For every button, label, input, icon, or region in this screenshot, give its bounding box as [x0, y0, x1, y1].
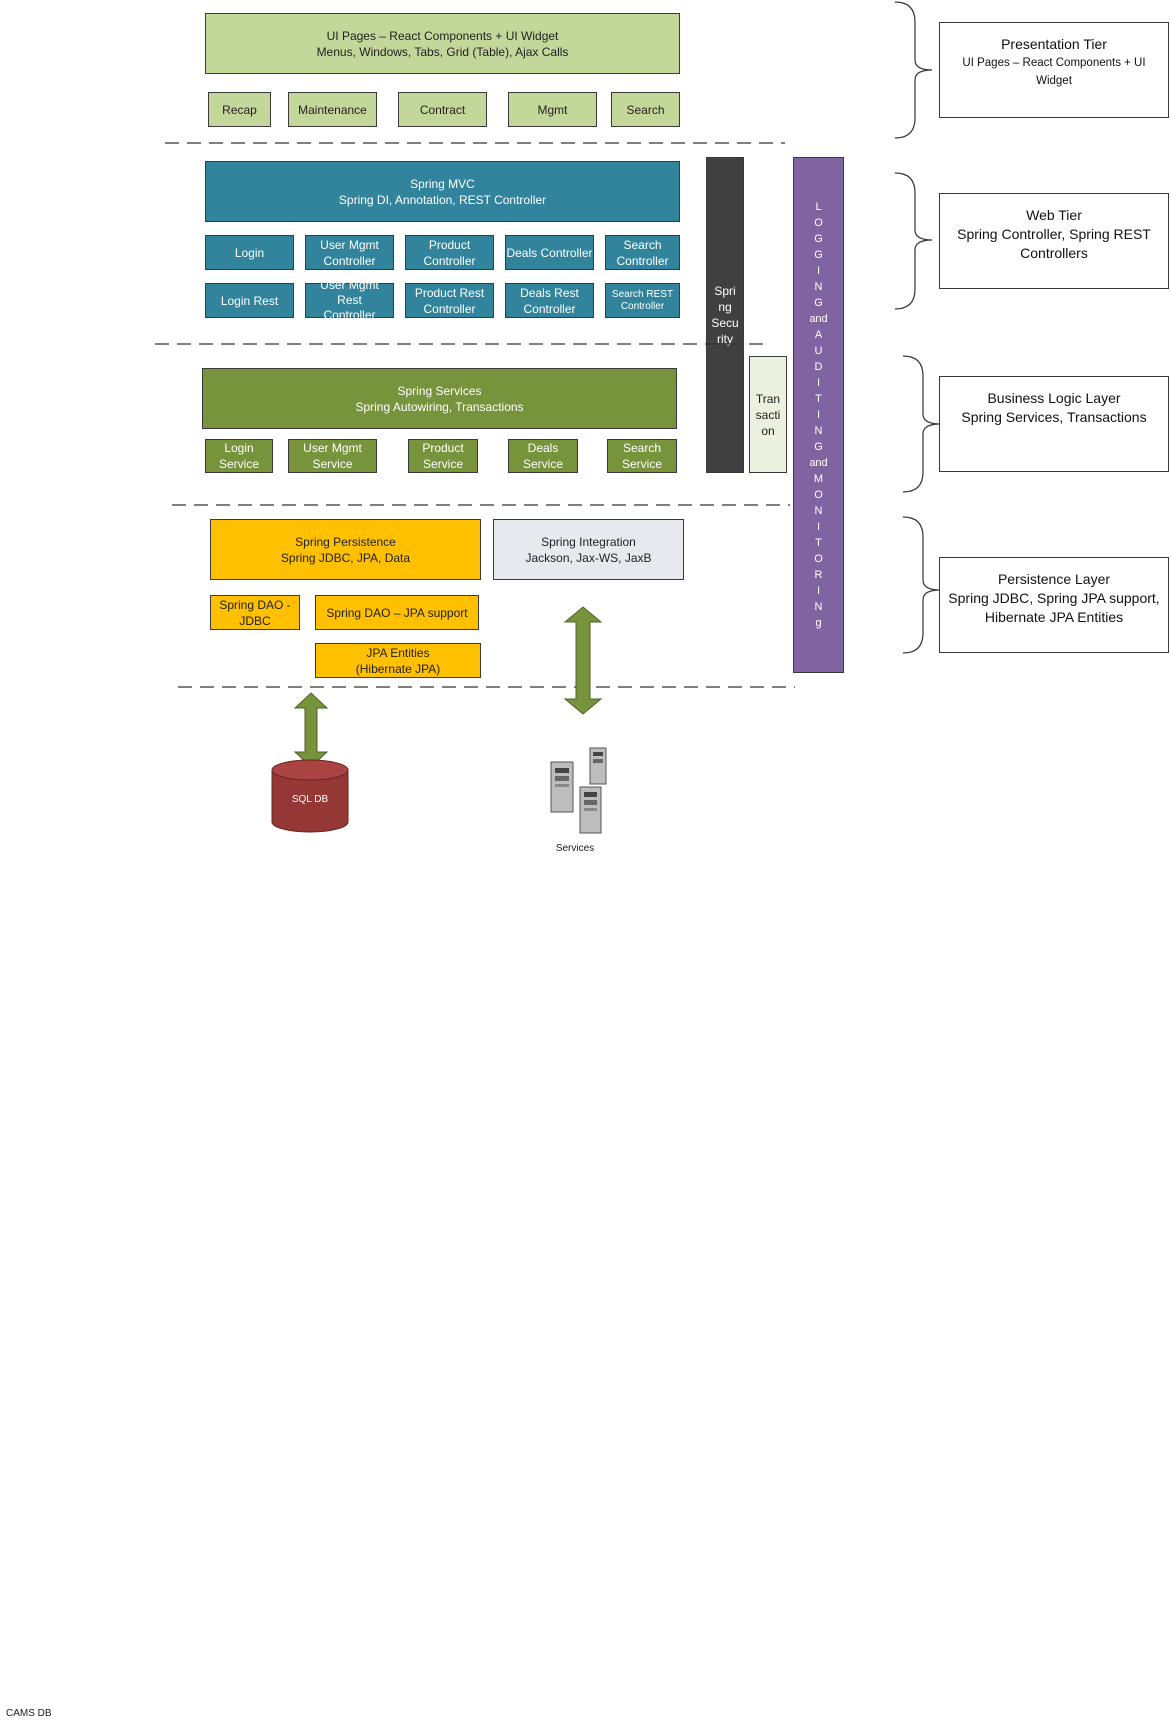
persistence-main-line1: Spring Persistence: [295, 534, 396, 549]
web-login-rest: Login Rest: [205, 283, 294, 318]
brace-presentation: [894, 1, 933, 139]
services-label: Services: [555, 843, 595, 854]
brace-web: [894, 172, 933, 310]
presentation-item-recap: Recap: [208, 92, 271, 127]
web-main-line1: Spring MVC: [410, 176, 475, 191]
web-login: Login: [205, 235, 294, 270]
logging-letter: O: [814, 553, 823, 565]
logging-letter: O: [814, 489, 823, 501]
presentation-main-line2: Menus, Windows, Tabs, Grid (Table), Ajax…: [316, 44, 569, 59]
logging-letter: g: [815, 617, 822, 629]
business-main-box: Spring Services Spring Autowiring, Trans…: [202, 368, 677, 429]
logging-letter: I: [816, 377, 821, 389]
presentation-main-line1: UI Pages – React Components + UI Widget: [326, 28, 559, 43]
logging-letter: D: [814, 361, 823, 373]
logging-letter: I: [816, 521, 821, 533]
arrow-persistence-db: [293, 692, 329, 768]
server-icon: [550, 747, 607, 834]
logging-letter: N: [814, 425, 823, 437]
tier-web-box: Web Tier Spring Controller, Spring REST …: [939, 193, 1169, 289]
business-user-mgmt-service: User Mgmt Service: [288, 439, 377, 473]
logging-letter: and: [809, 313, 828, 325]
integration-box: Spring Integration Jackson, Jax-WS, JaxB: [493, 519, 684, 580]
presentation-item-contract: Contract: [398, 92, 487, 127]
business-main-line1: Spring Services: [397, 383, 482, 398]
logging-letter: N: [814, 601, 823, 613]
logging-letter: I: [816, 409, 821, 421]
presentation-item-maintenance: Maintenance: [288, 92, 377, 127]
logging-letter: T: [815, 393, 822, 405]
tier-presentation-title: Presentation Tier: [1001, 36, 1107, 52]
business-search-service: Search Service: [607, 439, 677, 473]
logging-letter: G: [814, 249, 823, 261]
logging-letter: T: [815, 537, 822, 549]
sql-db-icon: [271, 759, 349, 833]
web-main-line2: Spring DI, Annotation, REST Controller: [338, 192, 547, 207]
logging-letter: G: [814, 297, 823, 309]
arrow-integration-services: [563, 606, 603, 715]
logging-letter: N: [814, 505, 823, 517]
web-search-rest-controller: Search REST Controller: [605, 283, 680, 318]
footer-label: CAMS DB: [6, 1708, 52, 1719]
brace-business: [902, 355, 941, 493]
logging-letter: N: [814, 281, 823, 293]
tier-persistence-sub: Spring JDBC, Spring JPA support, Hiberna…: [948, 590, 1160, 625]
presentation-item-mgmt: Mgmt: [508, 92, 597, 127]
web-deals-controller: Deals Controller: [505, 235, 594, 270]
persistence-main-line2: Spring JDBC, JPA, Data: [280, 550, 411, 565]
logging-letter: I: [816, 265, 821, 277]
web-user-mgmt-rest-controller: User Mgmt Rest Controller: [305, 278, 394, 322]
business-deals-service: Deals Service: [508, 439, 578, 473]
tier-persistence-title: Persistence Layer: [997, 571, 1111, 587]
tier-web-title: Web Tier: [1026, 207, 1082, 223]
logging-letter: R: [814, 569, 823, 581]
jpa-entities-box: JPA Entities (Hibernate JPA): [315, 643, 481, 678]
presentation-main-box: UI Pages – React Components + UI Widget …: [205, 13, 680, 74]
web-user-mgmt-controller: User Mgmt Controller: [305, 235, 394, 270]
integration-line2: Jackson, Jax-WS, JaxB: [525, 550, 652, 565]
logging-letter: I: [816, 585, 821, 597]
sql-db-label: SQL DB: [291, 794, 329, 805]
business-main-line2: Spring Autowiring, Transactions: [355, 399, 524, 414]
tier-web-sub: Spring Controller, Spring REST Controlle…: [957, 226, 1151, 261]
tier-business-sub: Spring Services, Transactions: [961, 409, 1147, 425]
tier-presentation-box: Presentation Tier UI Pages – React Compo…: [939, 22, 1169, 118]
integration-line1: Spring Integration: [541, 534, 636, 549]
business-product-service: Product Service: [408, 439, 478, 473]
spring-security-bar: Spri ng Secu rity: [706, 157, 744, 473]
logging-letter: A: [814, 329, 823, 341]
spring-dao-jpa-box: Spring DAO – JPA support: [315, 595, 479, 630]
business-login-service: Login Service: [205, 439, 273, 473]
web-product-rest-controller: Product Rest Controller: [405, 283, 494, 318]
logging-letter: and: [809, 457, 828, 469]
logging-letter: O: [814, 217, 823, 229]
web-product-controller: Product Controller: [405, 235, 494, 270]
spring-dao-jdbc-box: Spring DAO - JDBC: [210, 595, 300, 630]
logging-letter: G: [814, 441, 823, 453]
web-deals-rest-controller: Deals Rest Controller: [505, 283, 594, 318]
tier-persistence-box: Persistence Layer Spring JDBC, Spring JP…: [939, 557, 1169, 653]
logging-letter: M: [813, 473, 824, 485]
logging-letter: G: [814, 233, 823, 245]
presentation-item-search: Search: [611, 92, 680, 127]
logging-letter: L: [815, 201, 822, 213]
tier-business-box: Business Logic Layer Spring Services, Tr…: [939, 376, 1169, 472]
tier-presentation-sub: UI Pages – React Components + UI Widget: [962, 57, 1146, 87]
web-search-controller: Search Controller: [605, 235, 680, 270]
tier-business-title: Business Logic Layer: [987, 390, 1121, 406]
web-main-box: Spring MVC Spring DI, Annotation, REST C…: [205, 161, 680, 222]
persistence-main-box: Spring Persistence Spring JDBC, JPA, Dat…: [210, 519, 481, 580]
brace-persistence: [902, 516, 941, 654]
transaction-bar: Tran sacti on: [749, 356, 787, 473]
logging-letter: U: [814, 345, 823, 357]
